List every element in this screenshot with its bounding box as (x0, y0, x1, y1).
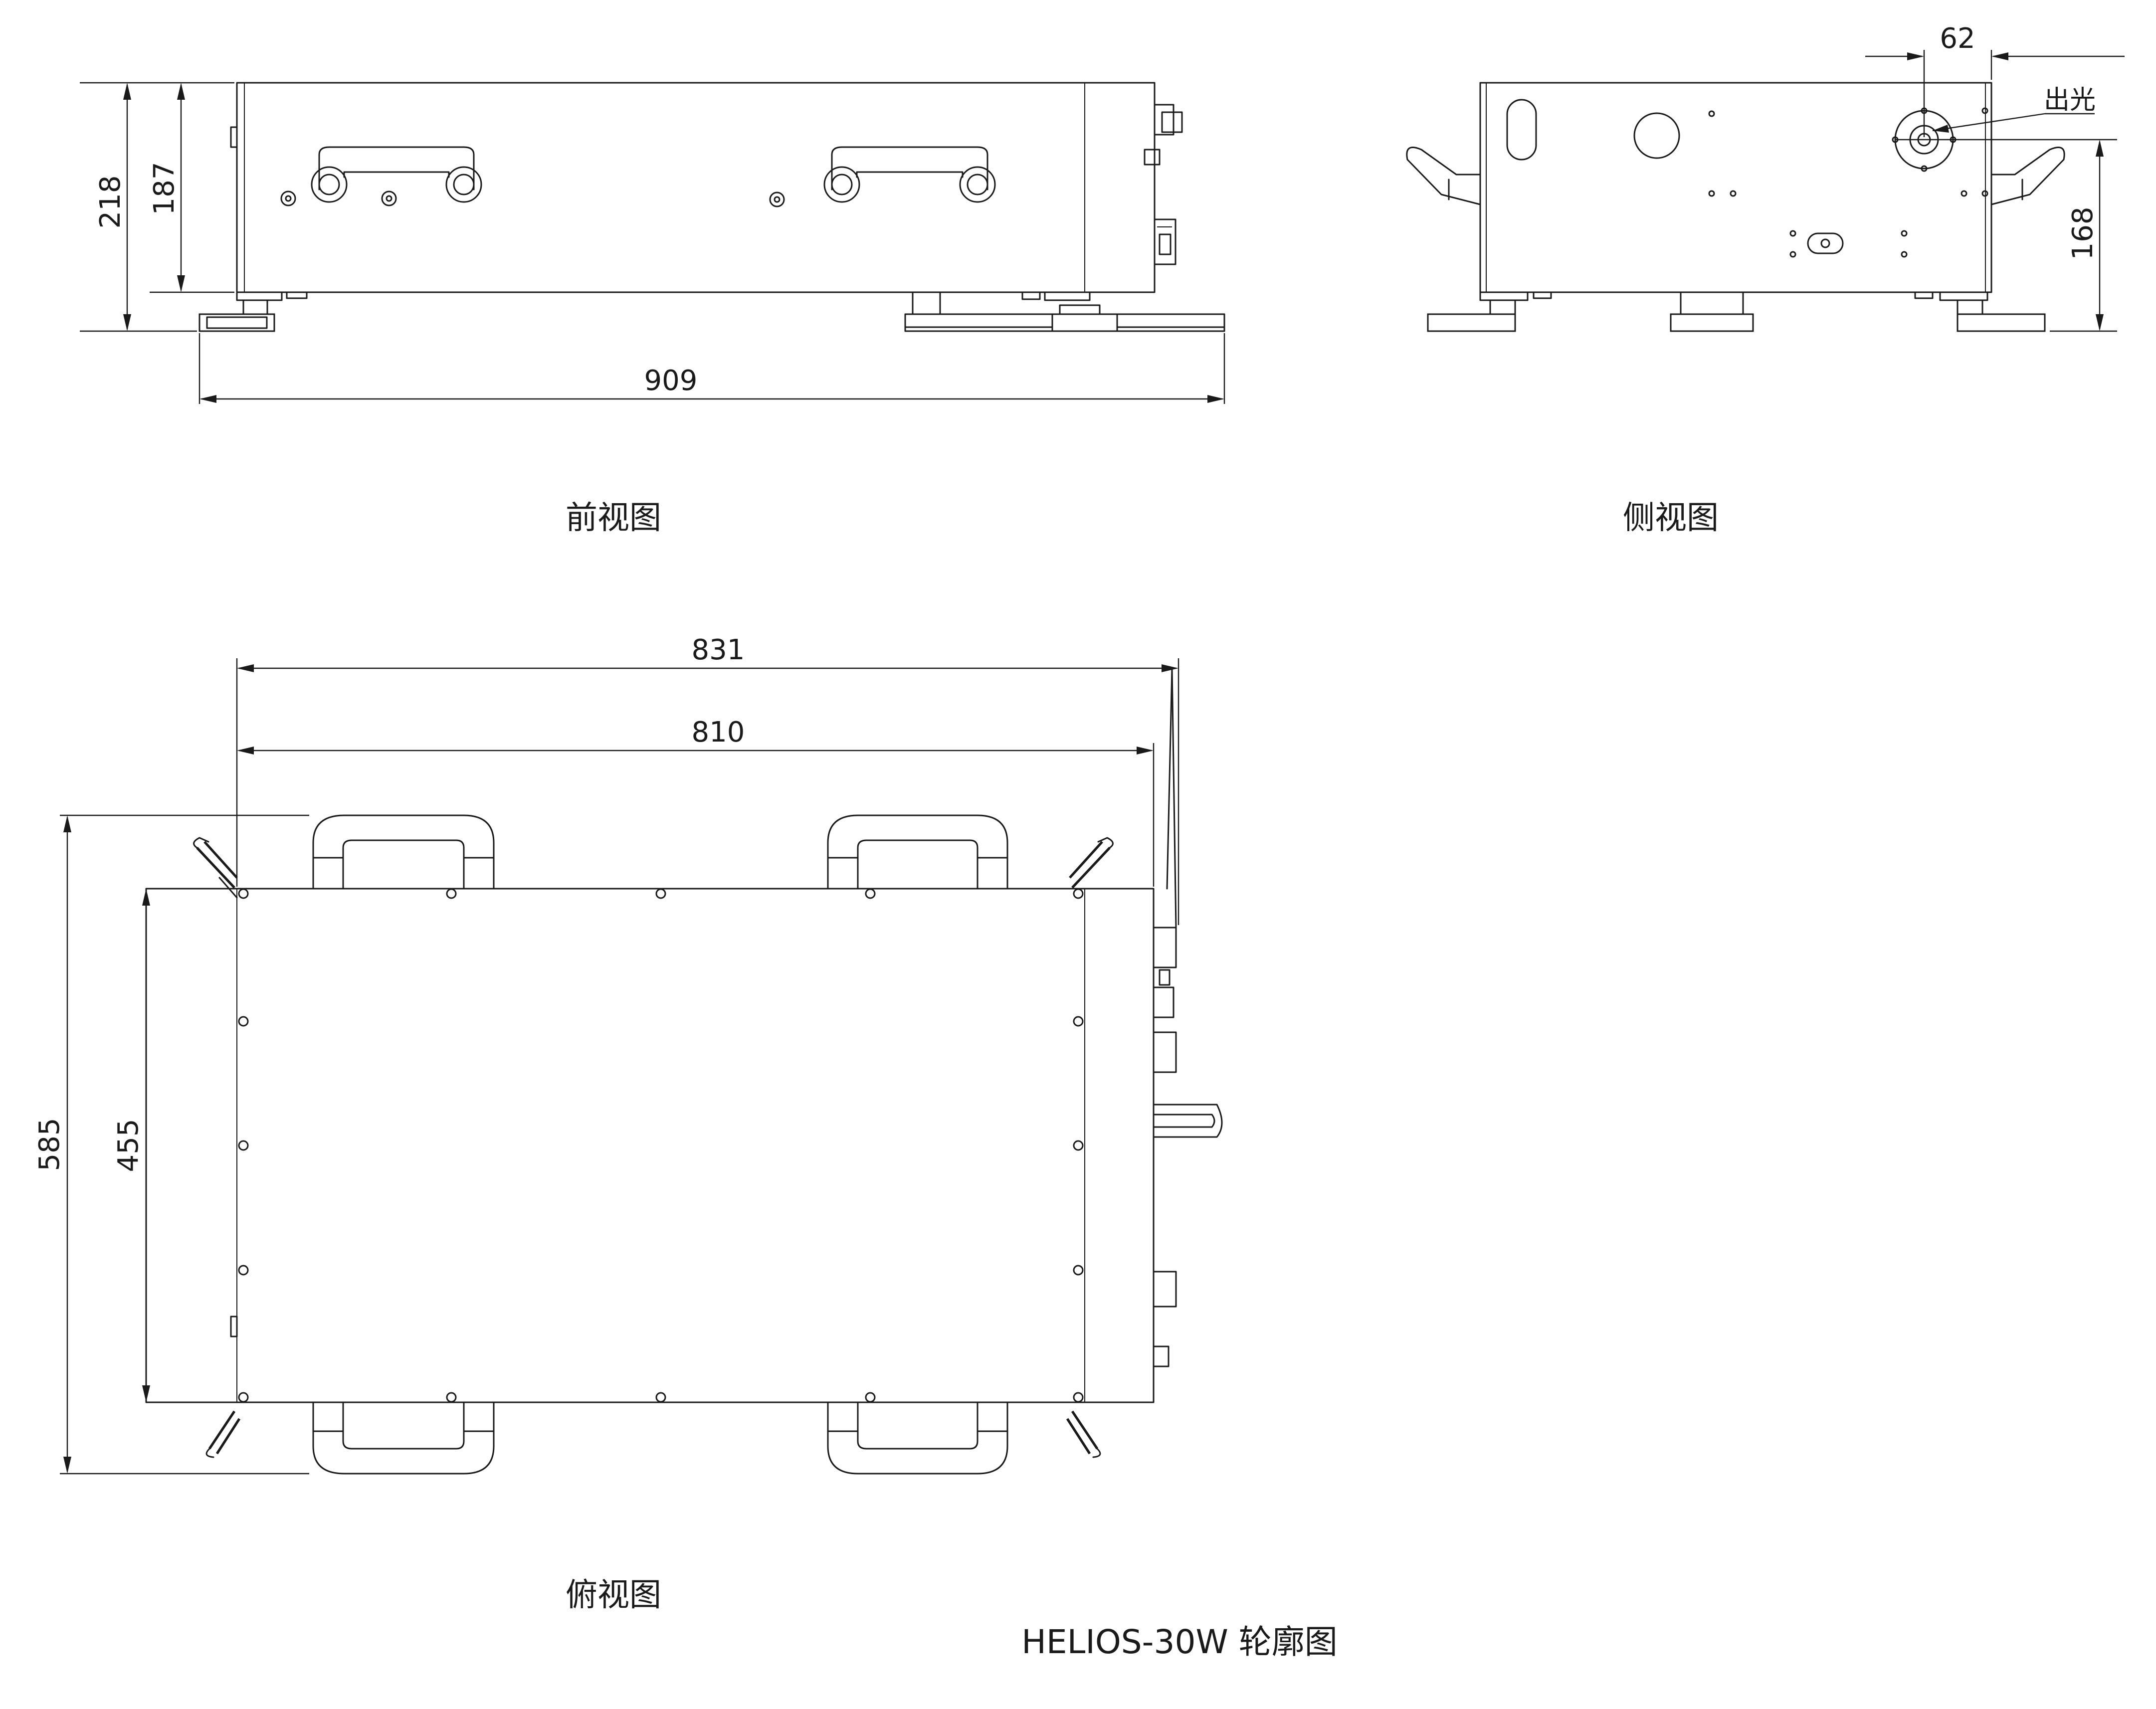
side-handle-right (1990, 147, 2065, 205)
side-base (1427, 291, 2046, 332)
dim-aperture-height: 168 (2067, 207, 2099, 260)
dim-body-height: 187 (148, 162, 181, 215)
side-view: 62 168 出光 侧视图 (1406, 22, 2125, 537)
side-chassis (1479, 82, 1992, 293)
top-dimensions (60, 658, 1179, 1475)
front-chassis (236, 82, 1156, 293)
corner-grip-top-left (193, 837, 238, 899)
callout-light-output: 出光 (2044, 85, 2096, 115)
corner-grip-top-right (1069, 837, 1114, 889)
top-handle-bottom-left (312, 1401, 495, 1475)
top-screws (238, 888, 1084, 1403)
dim-depth-inner: 455 (112, 1119, 145, 1172)
top-handle-bottom-right (827, 1401, 1008, 1475)
dim-overall-length: 909 (644, 365, 698, 397)
dim-aperture-offset: 62 (1940, 22, 1975, 55)
front-screws (280, 190, 785, 207)
side-view-caption: 侧视图 (1623, 500, 1719, 537)
front-connectors (1144, 104, 1183, 265)
corner-grip-bottom-right (1066, 1410, 1101, 1458)
front-view-caption: 前视图 (566, 500, 661, 537)
front-handle-right (823, 146, 996, 203)
front-base (198, 291, 1225, 332)
drawing-title: HELIOS-30W 轮廓图 (1021, 1623, 1337, 1661)
dim-overall-height: 218 (94, 176, 127, 229)
top-chassis (145, 888, 1155, 1403)
dim-length-inner: 810 (692, 716, 745, 749)
dim-depth-outer: 585 (33, 1118, 66, 1171)
side-handle-left (1406, 147, 1481, 205)
side-holes (1708, 107, 1988, 258)
front-dimensions (80, 82, 1225, 404)
front-handle-left (311, 146, 482, 203)
dim-length-outer: 831 (692, 634, 745, 666)
top-handle-top-left (312, 814, 495, 890)
front-view: 218 187 909 前视图 (80, 82, 1225, 537)
side-dimensions (1865, 50, 2125, 332)
top-view-caption: 俯视图 (566, 1577, 661, 1614)
corner-grip-bottom-left (205, 1410, 241, 1458)
top-view: 831 810 585 455 俯视图 (33, 634, 1223, 1614)
top-handle-top-right (827, 814, 1008, 890)
top-connectors (1153, 667, 1223, 1367)
